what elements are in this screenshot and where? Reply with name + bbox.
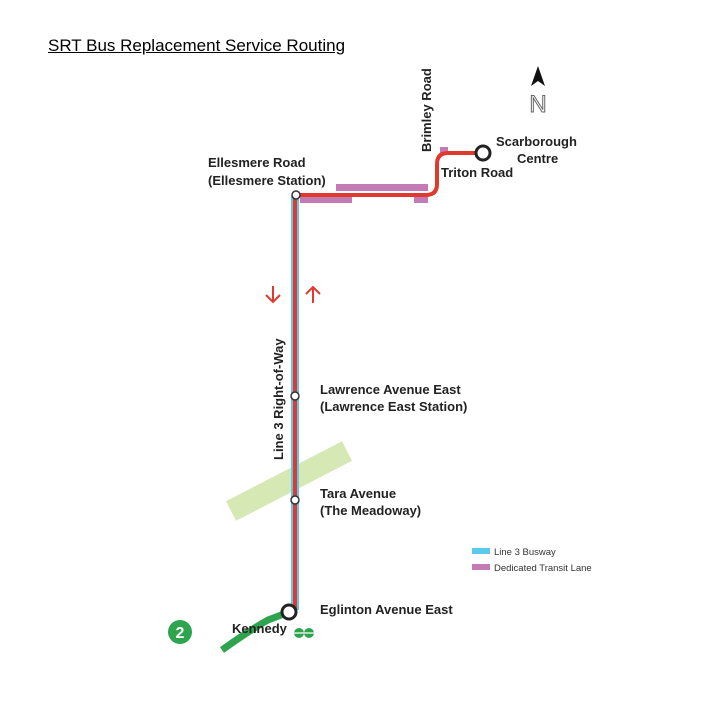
scarborough-sublabel: Centre [517,151,558,166]
stop-tara[interactable] [290,495,300,505]
stop-kennedy[interactable] [280,603,298,621]
ellesmere-sublabel: (Ellesmere Station) [208,173,326,188]
northbound-arrow-icon [305,285,321,303]
tara-sublabel: (The Meadoway) [320,503,421,518]
line-2-badge [168,620,192,644]
kennedy-label: Kennedy [232,621,288,636]
eglinton-label: Eglinton Avenue East [320,602,453,617]
dedicated-transit-lanes [300,147,448,203]
stop-lawrence[interactable] [290,391,300,401]
legend-swatch-transit-lane [472,564,490,570]
go-transit-icon [294,628,314,638]
north-label: N [529,91,546,118]
tara-label: Tara Avenue [320,486,396,501]
stop-scarborough-centre[interactable] [474,144,492,162]
ellesmere-label: Ellesmere Road [208,155,306,170]
row-label: Line 3 Right-of-Way [271,338,286,460]
brimley-road-label: Brimley Road [419,68,434,152]
lawrence-sublabel: (Lawrence East Station) [320,399,467,414]
legend: Line 3 Busway Dedicated Transit Lane [472,547,592,574]
direction-arrows [265,285,321,304]
legend-swatch-busway [472,548,490,554]
line-2-number: 2 [176,625,185,642]
meadoway-band [225,441,353,521]
southbound-arrow-icon [265,286,281,304]
triton-label: Triton Road [441,165,513,180]
bus-route [293,151,483,610]
north-arrow-icon [531,66,545,86]
stop-ellesmere[interactable] [291,190,301,200]
line-2-track [219,608,291,653]
lawrence-label: Lawrence Avenue East [320,382,461,397]
scarborough-label: Scarborough [496,134,577,149]
legend-label-busway: Line 3 Busway [494,547,556,558]
map-title: SRT Bus Replacement Service Routing [48,36,346,55]
legend-label-transit-lane: Dedicated Transit Lane [494,563,592,574]
